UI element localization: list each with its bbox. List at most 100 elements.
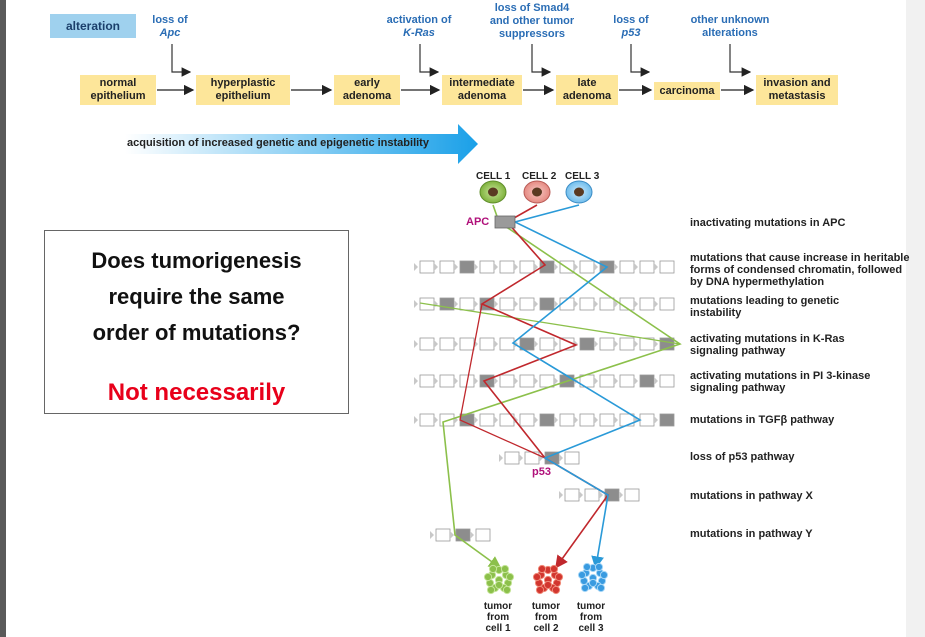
row-arrow bbox=[414, 340, 418, 348]
tumor-cell bbox=[596, 583, 606, 593]
gene-box bbox=[599, 413, 615, 427]
mutation-label-chromatin: mutations that cause increase in heritab… bbox=[690, 252, 920, 288]
tumor-cell bbox=[599, 570, 609, 580]
row-arrow bbox=[534, 416, 538, 424]
gene-box bbox=[519, 260, 535, 274]
tumor-cell bbox=[543, 580, 553, 590]
cell-label-3: CELL 3 bbox=[565, 171, 600, 182]
tumor2-line3: cell 2 bbox=[533, 623, 559, 634]
mutation-instability-line2: instability bbox=[690, 307, 742, 319]
gene-box bbox=[539, 374, 555, 388]
alteration-smad4: loss of Smad4 and other tumor suppressor… bbox=[478, 2, 586, 41]
alteration-smad4-line3: suppressors bbox=[498, 28, 566, 40]
mutation-label-p53: loss of p53 pathway bbox=[690, 451, 920, 463]
acquisition-text: acquisition of increased genetic and epi… bbox=[127, 137, 429, 149]
cell-1-icon bbox=[479, 180, 507, 204]
mutated-gene-box bbox=[579, 337, 595, 351]
row-arrow bbox=[634, 340, 638, 348]
gene-box bbox=[419, 260, 435, 274]
gene-box bbox=[439, 337, 455, 351]
row-arrow bbox=[454, 300, 458, 308]
row-arrow bbox=[454, 340, 458, 348]
mutated-gene-box bbox=[539, 297, 555, 311]
row-arrow bbox=[454, 263, 458, 271]
mutated-gene-box bbox=[659, 413, 675, 427]
tumor-cell bbox=[537, 564, 547, 574]
gene-box bbox=[479, 260, 495, 274]
gene-box bbox=[599, 337, 615, 351]
row-arrow bbox=[430, 531, 434, 539]
row-arrow bbox=[594, 416, 598, 424]
gene-box bbox=[504, 451, 520, 465]
alteration-kras: activation of K-Ras bbox=[378, 14, 460, 40]
row-arrow bbox=[559, 454, 563, 462]
gene-box bbox=[479, 337, 495, 351]
alteration-kras-line1: activation of bbox=[386, 14, 452, 26]
row-arrow bbox=[574, 263, 578, 271]
tumor-cell bbox=[535, 585, 545, 595]
row-arrow bbox=[470, 531, 474, 539]
row-arrow bbox=[534, 300, 538, 308]
gene-box bbox=[499, 260, 515, 274]
row-arrow bbox=[534, 377, 538, 385]
row-arrow bbox=[614, 377, 618, 385]
mutation-label-tgfb: mutations in TGFβ pathway bbox=[690, 414, 920, 426]
gene-box bbox=[519, 297, 535, 311]
alteration-p53-line1: loss of bbox=[613, 14, 649, 26]
alteration-p53-line2: p53 bbox=[621, 27, 641, 39]
row-arrow bbox=[554, 416, 558, 424]
stage-carcinoma: carcinoma bbox=[654, 82, 720, 100]
row-arrow bbox=[594, 340, 598, 348]
gene-box bbox=[639, 413, 655, 427]
row-arrow bbox=[619, 491, 623, 499]
tumor-cell bbox=[532, 572, 542, 582]
gene-box bbox=[435, 528, 451, 542]
row-arrow bbox=[434, 377, 438, 385]
scrollbar-track[interactable] bbox=[906, 0, 925, 637]
mutation-pathway-diagram bbox=[414, 180, 682, 595]
alteration-apc-line1: loss of bbox=[152, 14, 188, 26]
tumor2-line1: tumor bbox=[531, 601, 561, 612]
pathway-rows bbox=[414, 260, 675, 542]
alteration-other-line2: alterations bbox=[702, 27, 758, 39]
gene-label-apc: APC bbox=[466, 216, 490, 228]
gene-box bbox=[599, 297, 615, 311]
row-arrow bbox=[634, 377, 638, 385]
tumor3-line2: from bbox=[579, 612, 603, 623]
row-arrow bbox=[474, 377, 478, 385]
gene-box bbox=[639, 297, 655, 311]
row-arrow bbox=[599, 491, 603, 499]
row-arrow bbox=[514, 416, 518, 424]
tumor-label-2: tumor from cell 2 bbox=[526, 601, 566, 634]
alteration-label: alteration bbox=[50, 14, 136, 38]
tumor-label-1: tumor from cell 1 bbox=[478, 601, 518, 634]
row-arrow bbox=[494, 340, 498, 348]
row-arrow bbox=[634, 300, 638, 308]
row-arrow bbox=[414, 416, 418, 424]
mutation-y-line1: mutations in pathway Y bbox=[690, 528, 813, 540]
gene-box bbox=[579, 260, 595, 274]
mutation-pi3k-line1: activating mutations in PI 3-kinase bbox=[690, 370, 871, 382]
tumor-cell bbox=[594, 562, 604, 572]
gene-box bbox=[619, 337, 635, 351]
row-arrow bbox=[654, 263, 658, 271]
tumor1-line2: from bbox=[486, 612, 510, 623]
row-arrow bbox=[514, 377, 518, 385]
gene-box bbox=[499, 337, 515, 351]
gene-box bbox=[459, 337, 475, 351]
stage-early-line1: early bbox=[354, 77, 380, 89]
gene-box bbox=[475, 528, 491, 542]
mutated-gene-box bbox=[539, 413, 555, 427]
alteration-other-line1: other unknown bbox=[690, 14, 770, 26]
stage-normal-line1: normal bbox=[99, 77, 137, 89]
row-arrow bbox=[474, 416, 478, 424]
mutation-chromatin-line3: by DNA hypermethylation bbox=[690, 276, 825, 288]
question-line1: Does tumorigenesis bbox=[91, 248, 302, 273]
alteration-apc-line2: Apc bbox=[159, 27, 181, 39]
row-arrow bbox=[554, 377, 558, 385]
gene-box bbox=[659, 260, 675, 274]
row-arrow bbox=[534, 340, 538, 348]
cell-label-1: CELL 1 bbox=[476, 171, 511, 182]
